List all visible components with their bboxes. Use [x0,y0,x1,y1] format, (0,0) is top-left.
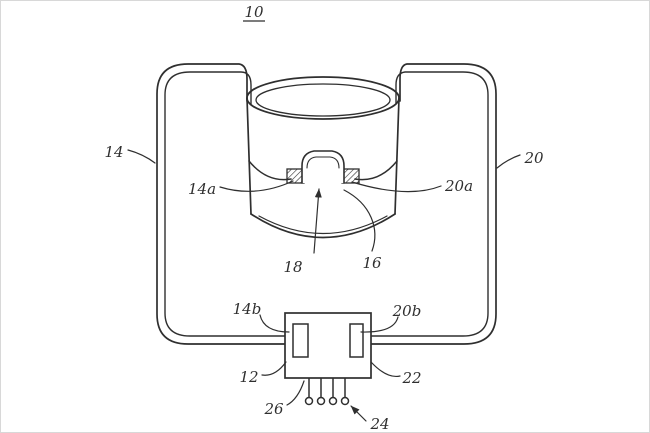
envelope-outer-wall [156,63,497,345]
pin-tip-1 [304,396,314,406]
leader-14 [127,149,156,164]
cup-floor-right-arc [354,160,398,181]
leader-14b [259,314,290,333]
pin-tip-4 [340,396,350,406]
label-16: 16 [362,254,382,272]
base-contact-left [292,323,309,358]
leader-26 [286,380,305,406]
label-12: 12 [239,368,258,386]
cup-rim-outer [246,76,400,120]
leader-18-arrow [313,188,322,254]
label-20b: 20b [392,302,422,320]
label-26: 26 [263,400,284,418]
leader-lines [127,149,521,422]
bowl-right-wall [394,97,400,215]
arc-tube-assembly [286,150,360,184]
base-contact-right [349,323,364,358]
bowl-bottom-outer-arc [250,213,396,239]
pin-tip-3 [328,396,338,406]
label-18: 18 [283,258,302,276]
reference-labels: 10 14 20 14a 20a 18 16 14b 20b 12 22 26 … [104,3,544,433]
cup-rim-inner [255,83,391,117]
envelope-outline [156,63,497,345]
lamp-cup-bowl [246,76,400,239]
envelope-inner-wall [164,71,489,337]
leader-20b [360,316,399,333]
bowl-left-wall [246,97,252,215]
dome-inner-line [306,156,340,169]
leader-20a [351,181,442,193]
leader-20 [496,154,521,169]
cup-floor-left-arc [248,160,292,181]
leader-16 [343,189,376,252]
label-20: 20 [523,149,544,167]
lamp-base [284,312,372,379]
leader-12 [261,361,287,376]
dome-outline [301,150,345,184]
label-14a: 14a [188,180,216,198]
label-figure-number: 10 [244,3,264,21]
label-22: 22 [401,369,421,387]
base-pins [304,378,350,406]
leader-14a [219,180,294,192]
label-20a: 20a [444,177,473,195]
leader-22 [370,361,401,378]
label-14b: 14b [233,300,262,318]
label-14: 14 [104,143,123,161]
pin-tip-2 [316,396,326,406]
leader-24-arrow [350,405,367,422]
bowl-bottom-inner-arc [258,215,388,235]
label-24: 24 [369,415,389,433]
